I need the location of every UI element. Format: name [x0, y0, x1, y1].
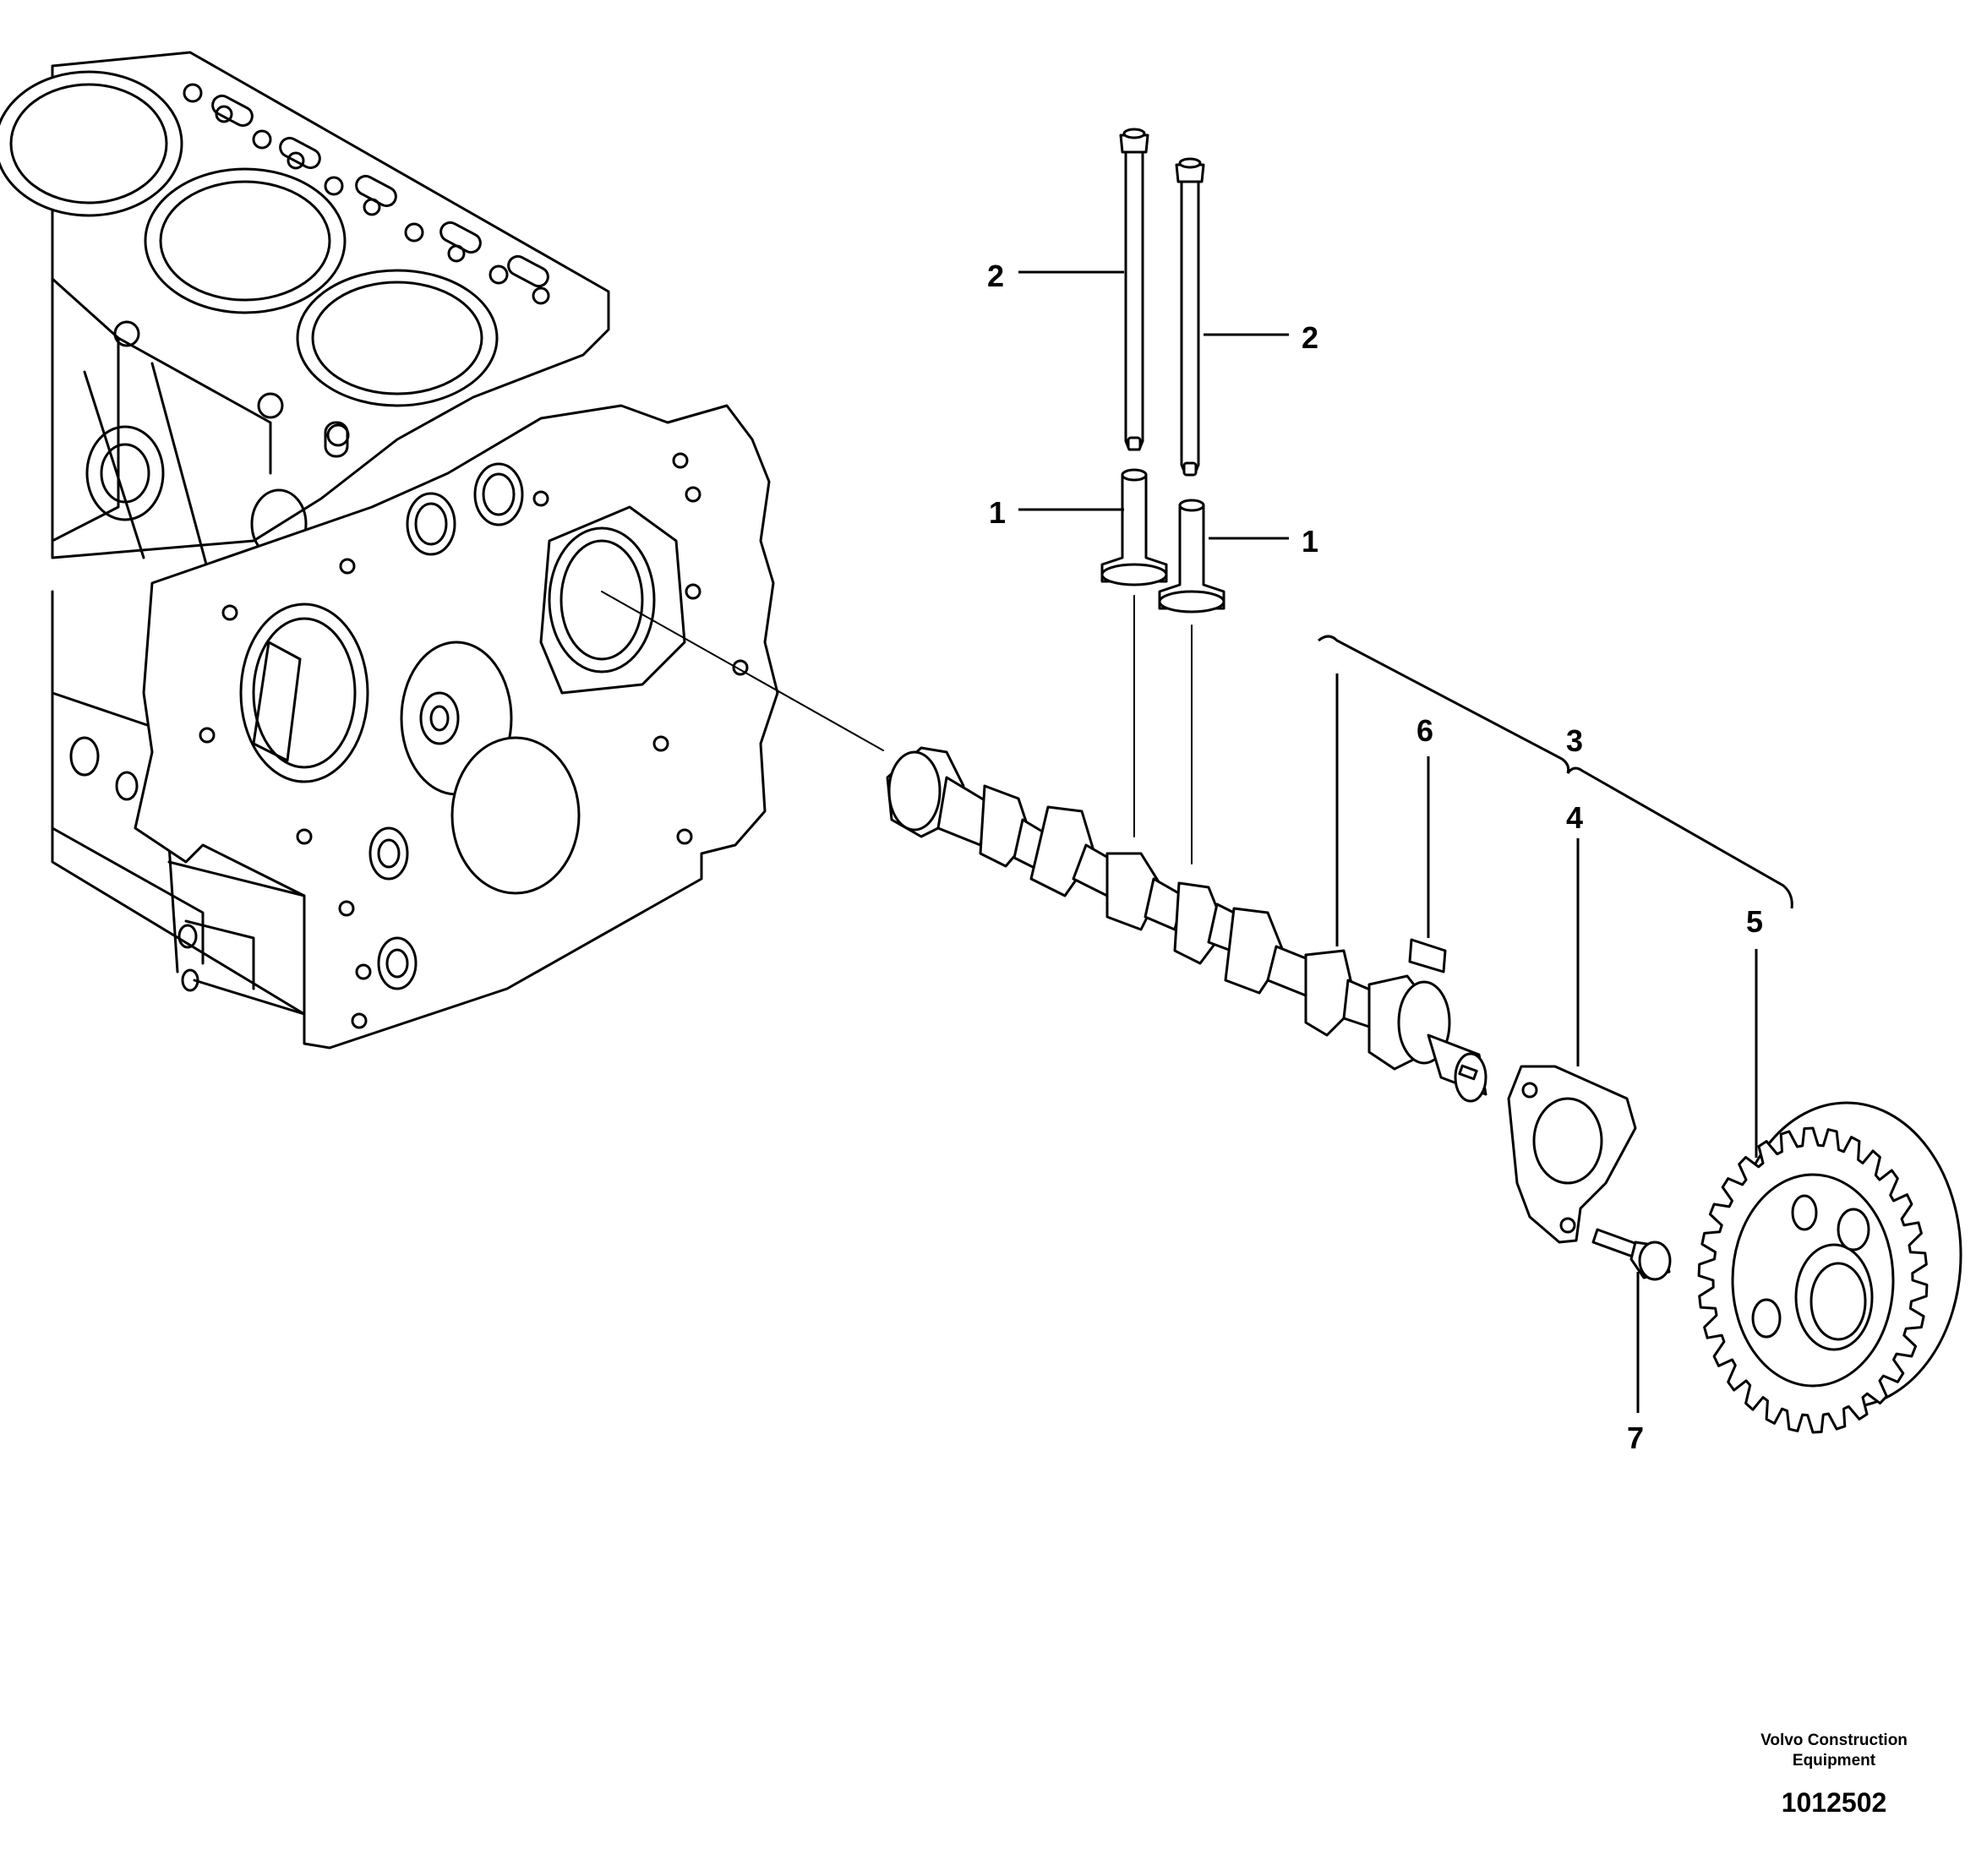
callout-1-right: 1: [1302, 524, 1318, 559]
gear-bore: [1810, 1262, 1867, 1341]
publisher-credit: Volvo Construction Equipment: [1724, 1731, 1944, 1771]
callout-2-left: 2: [987, 259, 1004, 293]
camshaft-insertion-line: [601, 591, 884, 751]
callout-2-right: 2: [1302, 320, 1318, 355]
callout-3: 3: [1566, 723, 1583, 758]
tappet-left: [1100, 468, 1168, 586]
push-rod-left: [1119, 128, 1149, 451]
deck-holes: [113, 83, 550, 447]
callout-leaders: [1018, 270, 1793, 1413]
callout-7: 7: [1627, 1421, 1644, 1455]
camshaft: [886, 746, 1487, 1103]
thrust-plate: [1507, 1065, 1637, 1244]
bolt: [1591, 1228, 1672, 1281]
engine-block: [0, 51, 779, 1050]
gear-hole-left: [1751, 1298, 1782, 1339]
cylinder-bores: [0, 70, 499, 407]
callout-5: 5: [1746, 904, 1763, 939]
push-rod-right: [1175, 157, 1205, 477]
woodruff-key: [1408, 938, 1447, 973]
publisher-line-2: Equipment: [1792, 1752, 1876, 1770]
callout-6: 6: [1416, 713, 1433, 748]
gear-hole-upper: [1837, 1208, 1870, 1252]
illustration-number: 1012502: [1781, 1787, 1887, 1818]
callout-4: 4: [1566, 800, 1583, 835]
camshaft-gear: [1697, 1101, 1962, 1434]
gear-hole-top: [1791, 1194, 1818, 1231]
publisher-line-1: Volvo Construction: [1760, 1731, 1908, 1749]
tappet-right: [1158, 499, 1225, 614]
callout-1-left: 1: [989, 495, 1006, 530]
